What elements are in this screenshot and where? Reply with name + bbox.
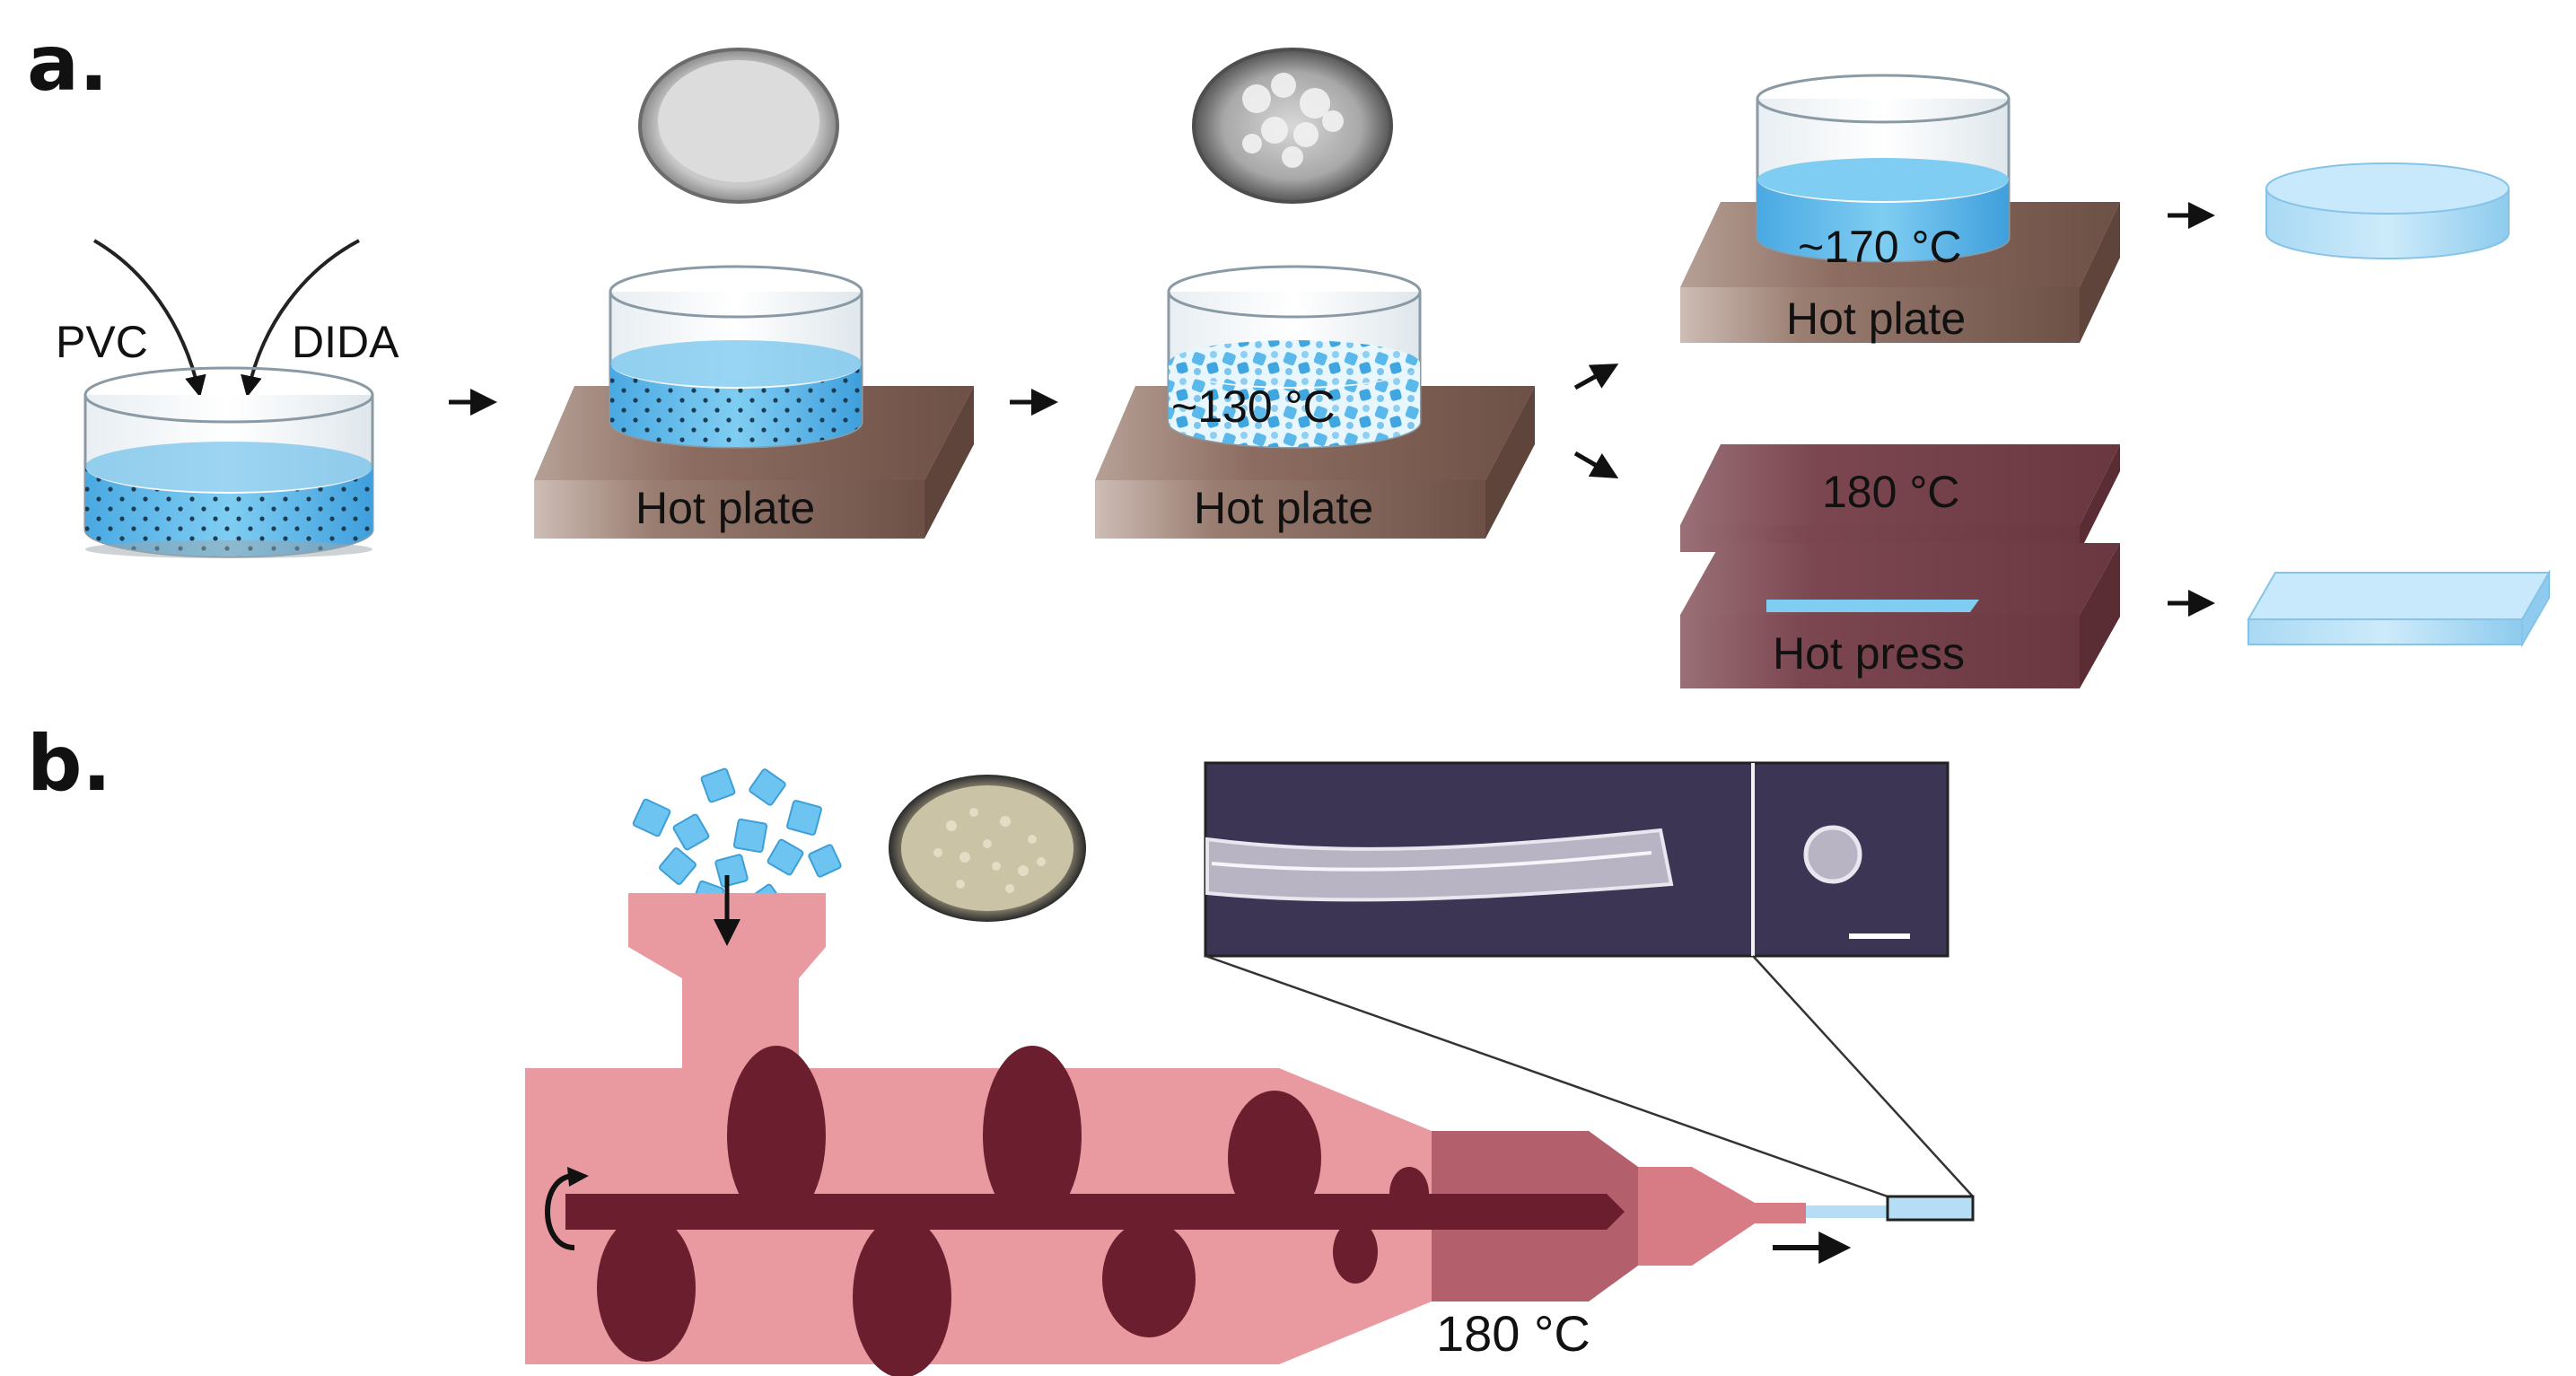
step3-temp-label: ~130 °C (1171, 381, 1336, 432)
top-branch-temp-label: ~170 °C (1798, 222, 1962, 272)
bottom-branch-hot-press: 180 °C Hot press (1680, 444, 2120, 688)
product-sheet (2247, 569, 2551, 648)
fiber-side-view (1205, 828, 1674, 902)
step1-beaker: PVC DIDA (56, 239, 399, 558)
extruder: 180 °C (525, 875, 1975, 1376)
top-branch-plate-label: Hot plate (1786, 294, 1966, 344)
pellet-dish-photo (889, 775, 1086, 922)
nozzle (1638, 1167, 1806, 1266)
hopper (628, 893, 826, 1068)
pressed-film (1766, 600, 1979, 612)
step2-hot-plate: Hot plate (534, 48, 974, 539)
panel-a-label: a. (27, 19, 109, 109)
rotation-arrow (545, 1173, 575, 1250)
top-branch-hot-plate: Hot plate ~170 °C (1680, 74, 2120, 344)
dish-photo-flakes (1192, 48, 1393, 204)
extruder-temp-label: 180 °C (1436, 1305, 1590, 1362)
extrudate (1806, 1205, 1887, 1218)
panel-b-label: b. (27, 719, 111, 809)
fiber-cross-section (1803, 825, 1862, 884)
product-disc (2265, 162, 2510, 259)
pvc-label: PVC (56, 317, 148, 367)
arrow-to-top-branch (1573, 364, 1619, 390)
bottom-branch-temp-label: 180 °C (1822, 467, 1959, 517)
step3-hot-plate: Hot plate ~130 °C (1095, 48, 1535, 539)
dida-label: DIDA (292, 317, 399, 367)
zoom-line-left (1205, 954, 1888, 1198)
arrow-to-bottom-branch (1573, 451, 1619, 479)
step3-plate-label: Hot plate (1194, 483, 1373, 533)
zoom-line-right (1752, 955, 1974, 1197)
fiber-micrograph (1204, 761, 1950, 958)
screw-flights (597, 1046, 1429, 1376)
screw-shaft (565, 1194, 1625, 1230)
extrudate-zoom-box (1886, 1195, 1975, 1222)
step2-plate-label: Hot plate (635, 483, 815, 533)
bottom-branch-press-label: Hot press (1773, 628, 1965, 679)
